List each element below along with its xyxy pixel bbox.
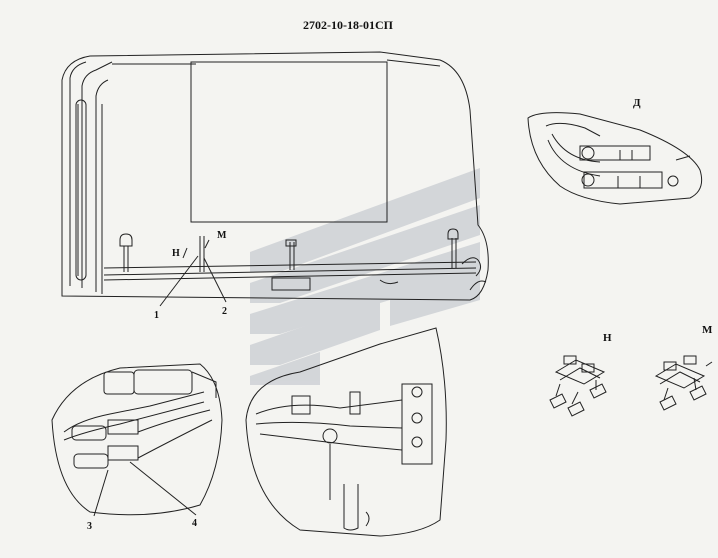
view-n-detail	[549, 355, 607, 417]
view-m-detail	[654, 355, 713, 411]
view-label-n: Н	[603, 332, 612, 344]
view-d-detail	[527, 112, 703, 205]
callout-3: 3	[87, 521, 92, 532]
callout-4: 4	[192, 518, 197, 529]
view-label-m: М	[702, 324, 713, 336]
callout-1: 1	[154, 310, 159, 321]
callout-n: Н	[172, 248, 180, 259]
callout-m: М	[217, 230, 227, 241]
detail-terminal-block	[245, 327, 447, 537]
view-label-d: Д	[633, 97, 641, 109]
callout-2: 2	[222, 306, 227, 317]
main-view-cab	[61, 51, 489, 307]
detail-connectors-3-4	[51, 363, 223, 517]
drawing-title: 2702-10-18-01СП	[303, 18, 393, 32]
